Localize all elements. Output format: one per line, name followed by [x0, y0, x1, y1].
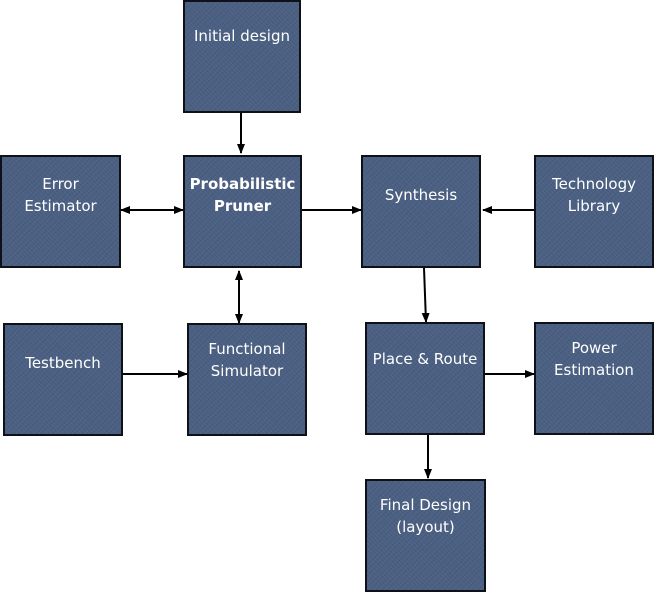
final-design-label: Final Design (layout) [379, 496, 472, 536]
place-route-label: Place & Route [372, 350, 478, 368]
final-design-box: Final Design (layout) [365, 479, 486, 592]
error-estimator-box: Error Estimator [0, 155, 121, 268]
power-estimation-label: Power Estimation [554, 339, 634, 379]
testbench-label: Testbench [25, 354, 101, 372]
technology-library-label: Technology Library [551, 175, 637, 215]
synthesis-label: Synthesis [384, 186, 458, 204]
probabilistic-pruner-label: Probabilistic Pruner [189, 175, 296, 215]
synthesis-box: Synthesis [361, 155, 481, 268]
technology-library-box: Technology Library [534, 155, 654, 268]
arrow-synthesis-to-place-route [421, 267, 430, 323]
functional-simulator-box: Functional Simulator [187, 323, 307, 436]
probabilistic-pruner-box: Probabilistic Pruner [183, 155, 302, 268]
power-estimation-box: Power Estimation [534, 322, 654, 435]
functional-simulator-label: Functional Simulator [208, 340, 286, 380]
initial-design-box: Initial design [183, 0, 301, 113]
testbench-box: Testbench [3, 323, 123, 436]
error-estimator-label: Error Estimator [24, 175, 97, 215]
initial-design-label: Initial design [193, 27, 291, 45]
place-route-box: Place & Route [365, 322, 485, 435]
